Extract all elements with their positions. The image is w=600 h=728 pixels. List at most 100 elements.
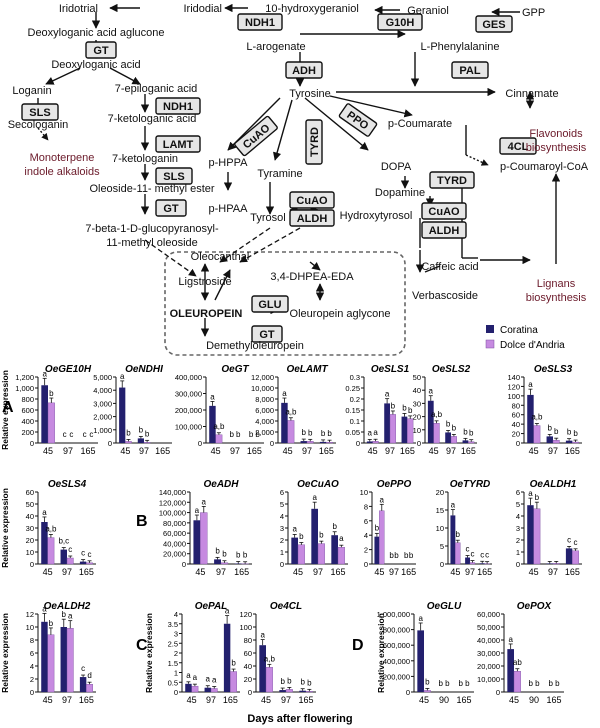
enzyme-label: GT [163, 203, 179, 215]
x-tick-label: 45 [529, 567, 539, 577]
x-tick-label: 165 [477, 567, 492, 577]
y-tick-label: 100 [239, 623, 252, 632]
bar-dolce-97 [469, 562, 476, 565]
bar-dolce-45 [297, 544, 305, 565]
significance-label: a [212, 675, 217, 684]
y-axis-title: Relative expression [0, 488, 10, 568]
y-axis-title: Relative expression [0, 613, 10, 693]
metabolite-p-hpaa: p-HPAA [209, 203, 249, 215]
enzyme-gt-mid: GT [155, 199, 187, 217]
enzyme-tyrd-right: TYRD [429, 171, 475, 189]
enzyme-label: TYRD [437, 175, 467, 187]
y-tick-label: 800 [21, 395, 34, 404]
significance-label: a [206, 675, 211, 684]
bar-dolce-45 [287, 420, 295, 444]
x-tick-label: 45 [293, 567, 303, 577]
significance-label: b [463, 427, 468, 436]
bar-coratina-45 [193, 520, 201, 564]
y-tick-label: 4 [174, 610, 178, 619]
significance-label: a [260, 631, 265, 640]
x-tick-label: 165 [80, 446, 95, 456]
y-tick-label: 600,000 [383, 641, 410, 650]
chart-oelamt: OeLAMT02,0004,0006,0008,00010,00012,000a… [251, 364, 336, 456]
bar-coratina-45 [450, 515, 456, 564]
x-tick-label: 97 [548, 446, 558, 456]
significance-label: c [88, 550, 92, 559]
y-tick-label: 60,000 [163, 529, 186, 538]
enzyme-label: TYRD [309, 127, 321, 157]
y-tick-label: 1 [516, 548, 520, 557]
significance-label: a,b [213, 422, 225, 431]
significance-label: c [81, 549, 85, 558]
bar-dolce-45 [423, 690, 431, 693]
x-tick-label: 165 [401, 567, 416, 577]
bar-dolce-45 [47, 537, 55, 565]
y-tick-label: 0 [516, 439, 520, 448]
metabolite-hydroxytyrosol: Hydroxytyrosol [340, 210, 413, 222]
y-tick-label: 0.05 [345, 428, 360, 437]
y-tick-label: 3 [280, 524, 284, 533]
bar-dolce-45 [265, 667, 273, 693]
y-tick-label: 3 [516, 524, 520, 533]
y-tick-label: 300,000 [175, 390, 202, 399]
x-tick-label: 97 [62, 695, 72, 705]
chart-oepox: OePOX010,00020,00030,00040,00050,00060,0… [477, 601, 564, 705]
bar-dolce-97 [317, 543, 325, 565]
x-tick-label: 45 [211, 446, 221, 456]
significance-label: a [42, 369, 47, 378]
y-tick-label: 100 [507, 392, 520, 401]
enzyme-gt-bottom: GT [251, 325, 283, 343]
y-axis-title: Relative expression [0, 370, 10, 450]
significance-label: a [210, 392, 215, 401]
significance-label: b [404, 551, 409, 560]
x-tick-label: 97 [230, 446, 240, 456]
x-tick-label: 97 [281, 695, 291, 705]
bar-coratina-97 [60, 549, 67, 564]
significance-label: d [87, 671, 91, 680]
significance-label: b [255, 430, 260, 439]
bar-dolce-45 [125, 441, 132, 444]
metabolite-hydroxygeraniol: 10-hydroxygeraniol [265, 3, 359, 15]
y-tick-label: 40,000 [163, 539, 186, 548]
significance-label: a [120, 372, 125, 381]
significance-label: b [445, 679, 450, 688]
y-tick-label: 1.5 [168, 659, 178, 668]
bar-dolce-45 [533, 508, 541, 565]
significance-label: b [49, 389, 54, 398]
significance-label: b [319, 531, 324, 540]
legend-swatch-dolce [485, 339, 495, 349]
metabolite-oleoside-ester: Oleoside-11- methyl ester [89, 183, 214, 195]
bar-coratina-97 [137, 438, 144, 443]
bar-coratina-165 [462, 440, 469, 443]
significance-label: a [202, 497, 207, 506]
metabolite-epiloganic-acid: 7-epiloganic acid [115, 83, 198, 95]
enzyme-tyrd-vert: TYRD [305, 119, 323, 165]
x-tick-label: 165 [155, 446, 170, 456]
x-tick-label: 45 [368, 446, 378, 456]
y-tick-label: 30 [413, 399, 421, 408]
y-tick-label: 0 [30, 560, 34, 569]
significance-label: a [380, 495, 385, 504]
y-tick-label: 80 [244, 636, 252, 645]
y-tick-label: 3,000 [93, 399, 112, 408]
enzyme-glu: GLU [251, 295, 289, 313]
significance-label: a [282, 389, 287, 398]
enzyme-ppo: PPO [338, 103, 378, 137]
y-tick-label: 2 [516, 536, 520, 545]
side-product-lignans-2: biosynthesis [526, 292, 587, 304]
metabolite-secologanin: Secologanin [8, 119, 69, 131]
panel-label-a: A [2, 399, 14, 416]
metabolite-l-phenylalanine: L-Phenylalanine [421, 41, 500, 53]
significance-label: a,b [431, 410, 443, 419]
significance-label: b [308, 428, 313, 437]
metabolite-oleuropein-aglycone: Oleuropein aglycone [290, 308, 391, 320]
panel-label-b: B [136, 513, 148, 530]
metabolite-l-arogenate: L-arogenate [246, 41, 305, 53]
bar-coratina-97 [546, 436, 553, 443]
significance-label: a [373, 428, 378, 437]
y-tick-label: 20 [512, 430, 520, 439]
y-tick-label: 4,000 [93, 386, 112, 395]
